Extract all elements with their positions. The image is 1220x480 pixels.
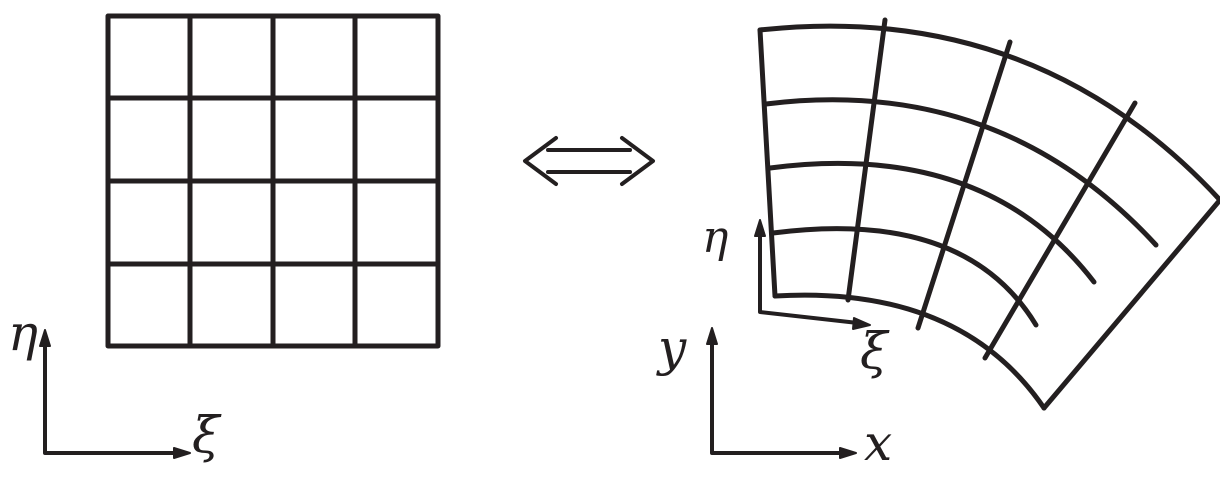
mapping-symbol: ⟺ xyxy=(0,0,2,1)
reference-axis-horizontal-label: ξ xyxy=(192,406,222,464)
reference-grid xyxy=(105,13,441,349)
physical-axis-vertical-label: y xyxy=(656,319,687,377)
reference-grid-horizontal-lines xyxy=(105,95,441,267)
local-axis-vertical-arrowhead xyxy=(754,219,766,237)
physical-grid-radial xyxy=(1041,197,1220,411)
physical-grid xyxy=(757,17,1220,411)
reference-axis-horizontal-arrowhead xyxy=(173,447,191,459)
physical-grid-arcs xyxy=(757,23,1220,411)
physical-grid-arc xyxy=(757,23,1220,203)
physical-axis-horizontal-label: x xyxy=(864,414,892,472)
physical-grid-arc xyxy=(763,97,1159,248)
physical-axis-vertical-arrowhead xyxy=(706,327,718,345)
reference-axes: η ξ xyxy=(8,304,222,464)
physical-axis-horizontal-arrowhead xyxy=(839,447,857,459)
physical-axes: y x xyxy=(656,319,892,472)
physical-axes-lines xyxy=(710,338,848,455)
local-axis-horizontal-label: ξ xyxy=(860,322,890,380)
physical-grid-arc xyxy=(770,226,1039,328)
physical-grid-radial xyxy=(915,39,1013,331)
local-axis-horizontal-arrowhead xyxy=(852,317,871,330)
reference-axis-vertical-label: η xyxy=(8,304,38,362)
physical-grid-radial xyxy=(982,100,1138,361)
physical-grid-radials xyxy=(757,17,1220,411)
local-axes: η ξ xyxy=(702,212,890,380)
physical-grid-arc xyxy=(767,160,1097,285)
physical-grid-arc xyxy=(772,292,1047,411)
mapping-double-arrow: ⟺ xyxy=(0,0,655,186)
reference-axes-lines xyxy=(43,338,182,455)
reference-axis-vertical-arrowhead xyxy=(39,329,51,347)
physical-grid-radial xyxy=(757,27,778,299)
double-arrow-left-head xyxy=(523,136,558,186)
physical-grid-radial xyxy=(845,17,888,303)
double-arrow-right-head xyxy=(620,136,655,186)
local-axes-lines xyxy=(758,230,860,325)
local-axis-vertical-label: η xyxy=(702,212,728,263)
